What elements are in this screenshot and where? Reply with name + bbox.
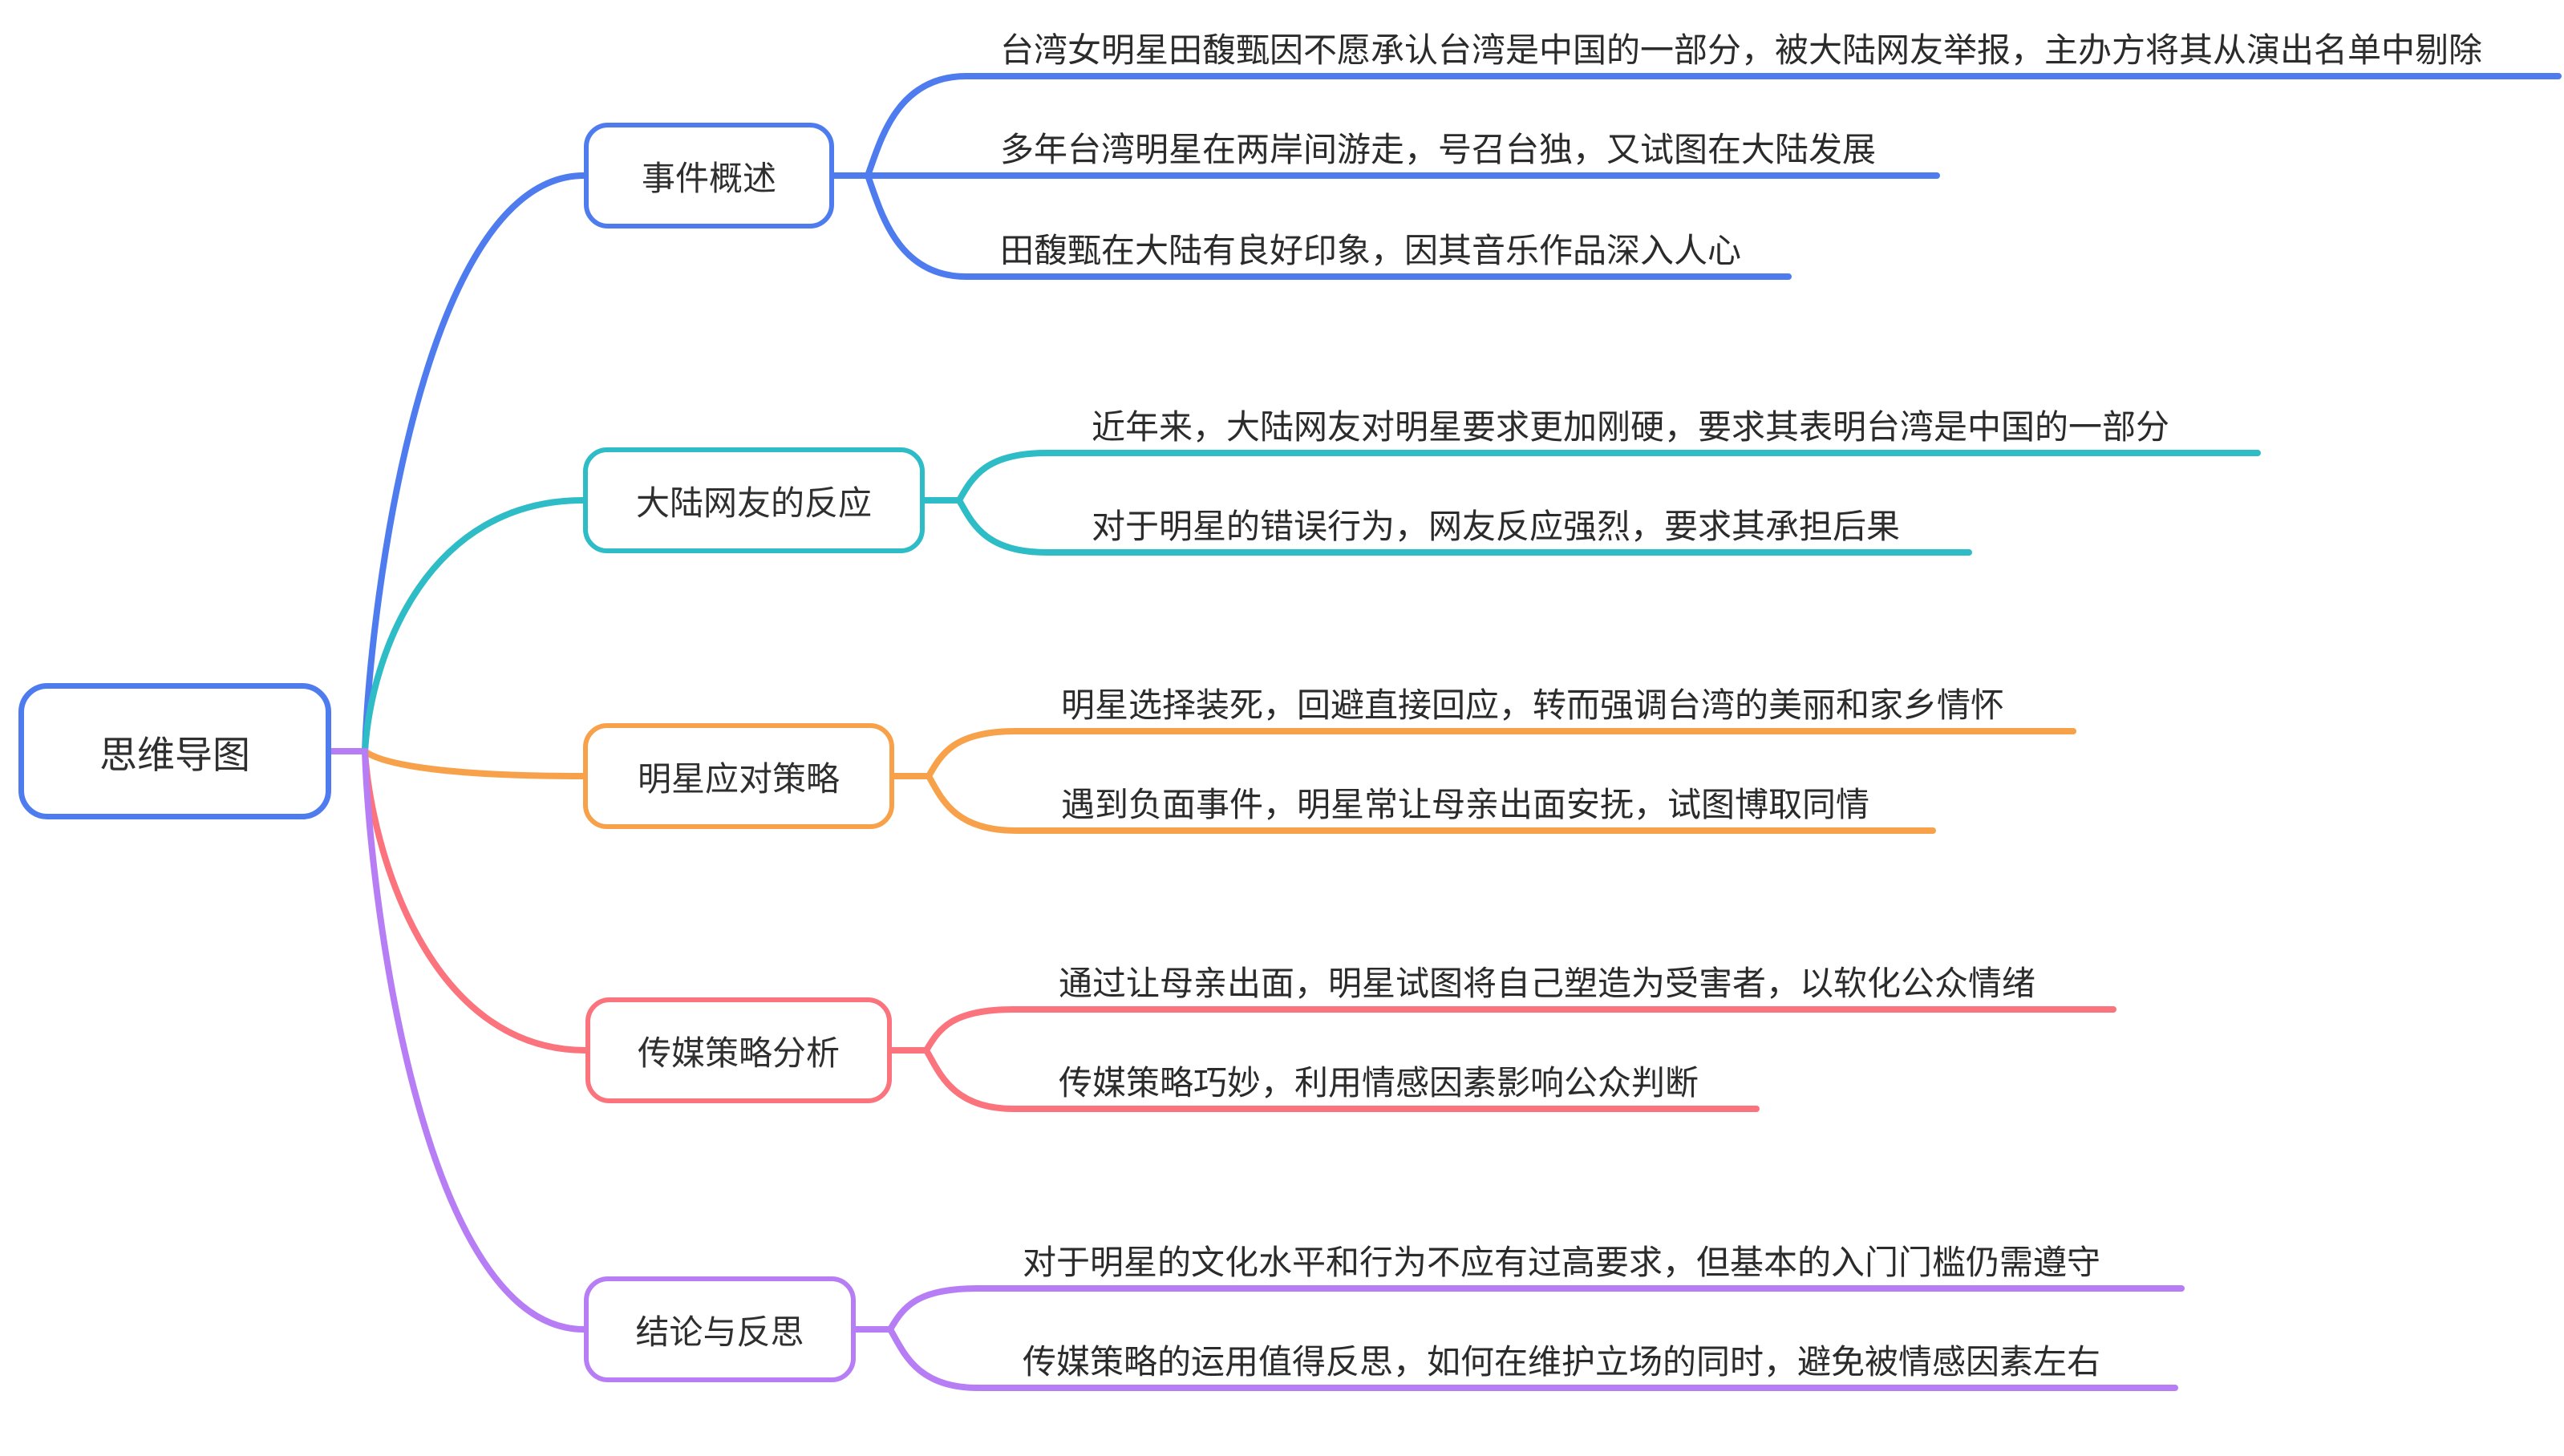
underline-branch-3-child-1 — [926, 728, 2076, 779]
leaf-topic-4-2[interactable]: 传媒策略巧妙，利用情感因素影响公众判断 — [1059, 1064, 1699, 1102]
underline-branch-2-child-2 — [956, 497, 1972, 556]
branch-node-3[interactable]: 明星应对策略 — [583, 723, 894, 829]
connector-root-to-branch-2 — [328, 497, 586, 754]
branch-node-4[interactable]: 传媒策略分析 — [585, 997, 892, 1103]
leaf-topic-4-1[interactable]: 通过让母亲出面，明星试图将自己塑造为受害者，以软化公众情绪 — [1059, 965, 2036, 1002]
underline-branch-1-child-1 — [865, 73, 2562, 179]
underline-branch-4-child-1 — [923, 1006, 2116, 1054]
leaf-topic-1-1[interactable]: 台湾女明星田馥甄因不愿承认台湾是中国的一部分，被大陆网友举报，主办方将其从演出名… — [1000, 31, 2483, 69]
leaf-topic-5-2[interactable]: 传媒策略的运用值得反思，如何在维护立场的同时，避免被情感因素左右 — [1023, 1343, 2101, 1381]
underline-branch-4-child-2 — [923, 1047, 1760, 1112]
underline-branch-5-child-2 — [887, 1326, 2178, 1391]
underline-branch-5-child-1 — [887, 1285, 2185, 1333]
connector-root-to-branch-1 — [328, 172, 587, 754]
branch-node-1[interactable]: 事件概述 — [584, 123, 834, 229]
leaf-topic-2-2[interactable]: 对于明星的错误行为，网友反应强烈，要求其承担后果 — [1092, 508, 1901, 545]
branch-node-5[interactable]: 结论与反思 — [584, 1276, 856, 1382]
underline-branch-2-child-1 — [956, 450, 2261, 504]
connector-root-to-branch-3 — [328, 748, 586, 779]
leaf-topic-5-1[interactable]: 对于明星的文化水平和行为不应有过高要求，但基本的入门门槛仍需遵守 — [1023, 1244, 2101, 1281]
underline-branch-3-child-2 — [926, 773, 1936, 834]
underline-branch-1-child-3 — [865, 172, 1792, 280]
leaf-topic-1-3[interactable]: 田馥甄在大陆有良好印象，因其音乐作品深入人心 — [1000, 232, 1742, 269]
leaf-topic-2-1[interactable]: 近年来，大陆网友对明星要求更加刚硬，要求其表明台湾是中国的一部分 — [1092, 408, 2170, 446]
branch-node-2[interactable]: 大陆网友的反应 — [583, 447, 925, 553]
leaf-topic-1-2[interactable]: 多年台湾明星在两岸间游走，号召台独，又试图在大陆发展 — [1000, 131, 1877, 168]
leaf-topic-3-2[interactable]: 遇到负面事件，明星常让母亲出面安抚，试图博取同情 — [1061, 786, 1870, 823]
leaf-topic-3-1[interactable]: 明星选择装死，回避直接回应，转而强调台湾的美丽和家乡情怀 — [1061, 686, 2005, 724]
root-node[interactable]: 思维导图 — [18, 683, 331, 819]
connector-root-to-branch-5 — [328, 748, 587, 1333]
